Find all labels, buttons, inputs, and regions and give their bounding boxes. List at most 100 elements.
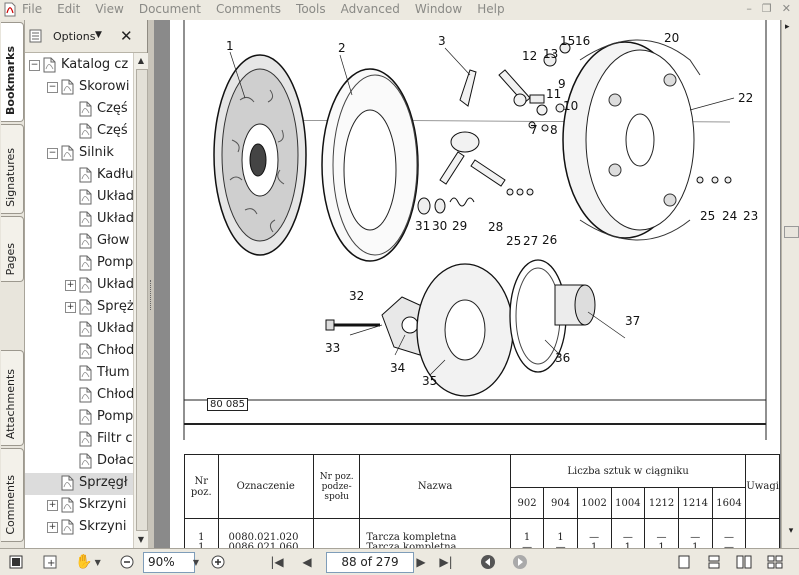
- part-small-fasteners: [417, 42, 732, 215]
- menu-bar: File Edit View Document Comments Tools Advance…: [0, 0, 799, 21]
- bookmark-item[interactable]: −Skorowi: [25, 77, 133, 99]
- bookmark-item[interactable]: Chłod: [25, 385, 133, 407]
- callout-30: 30: [432, 219, 447, 233]
- menu-advanced[interactable]: Advanced: [340, 2, 400, 16]
- zoom-dropdown-icon[interactable]: ▼: [192, 557, 200, 567]
- bookmark-item[interactable]: Sprzęgł: [25, 473, 133, 495]
- menu-view[interactable]: View: [95, 2, 124, 16]
- bookmark-item[interactable]: − Silnik: [25, 143, 133, 165]
- bookmark-item[interactable]: Chłod: [25, 341, 133, 363]
- tab-pages[interactable]: Pages: [1, 216, 24, 282]
- exploded-clutch-drawing: 1 2 3 12 13 15 16 20 22 11 9 10 8 7 31 3…: [183, 20, 767, 440]
- collapse-icon[interactable]: −: [47, 82, 58, 93]
- next-page-icon[interactable]: ▶: [416, 555, 426, 569]
- callout-10: 10: [563, 99, 578, 113]
- options-menu-button[interactable]: Options: [53, 30, 96, 43]
- bookmark-item[interactable]: + Spręż: [25, 297, 133, 319]
- tab-attachments-label: Attachments: [4, 368, 17, 439]
- single-page-icon[interactable]: [674, 553, 694, 571]
- bookmark-item[interactable]: − Katalog cz: [25, 55, 133, 77]
- menu-document[interactable]: Document: [138, 2, 201, 16]
- bookmark-item[interactable]: Układ: [25, 209, 133, 231]
- close-panel-icon[interactable]: ✕: [120, 27, 133, 45]
- menu-file[interactable]: File: [22, 2, 43, 16]
- tab-bookmarks[interactable]: Bookmarks: [1, 22, 24, 122]
- scroll-down-icon[interactable]: ▼: [137, 535, 145, 544]
- zoom-in-icon[interactable]: [209, 553, 227, 571]
- cell-text: —: [622, 532, 633, 543]
- close-doc-icon[interactable]: ✕: [781, 2, 791, 15]
- bookmark-item[interactable]: +Skrzyni: [25, 517, 133, 539]
- menu-comments[interactable]: Comments: [216, 2, 282, 16]
- last-page-icon[interactable]: ▶|: [439, 555, 453, 569]
- bookmark-label: Katalog cz: [61, 57, 129, 72]
- bookmark-item[interactable]: Układ: [25, 319, 133, 341]
- bookmark-item[interactable]: +Skrzyni: [25, 495, 133, 517]
- collapse-icon[interactable]: −: [47, 148, 58, 159]
- scroll-page-down-icon[interactable]: ▾: [788, 526, 794, 536]
- panel-splitter[interactable]: [148, 20, 154, 548]
- bookmark-item[interactable]: Pomp: [25, 407, 133, 429]
- bookmarks-scrollbar[interactable]: ▲ ▼: [133, 53, 148, 548]
- tab-signatures[interactable]: Signatures: [1, 124, 24, 214]
- minimize-doc-icon[interactable]: –: [746, 2, 752, 15]
- bookmark-item[interactable]: Głow: [25, 231, 133, 253]
- bookmark-label: Silnik: [79, 145, 114, 160]
- scrollbar-thumb[interactable]: [136, 69, 148, 531]
- bookmark-item[interactable]: Tłum: [25, 363, 133, 385]
- previous-page-icon[interactable]: ◀: [302, 555, 312, 569]
- collapse-icon[interactable]: −: [29, 60, 40, 71]
- bookmark-item[interactable]: +Układ: [25, 275, 133, 297]
- continuous-page-icon[interactable]: [704, 553, 724, 571]
- menu-window[interactable]: Window: [414, 2, 463, 16]
- bookmark-item[interactable]: Kadłu: [25, 165, 133, 187]
- options-dropdown-icon[interactable]: ▼: [95, 30, 102, 40]
- bookmark-page-icon: [79, 343, 92, 359]
- figure-number: 80 085: [207, 398, 248, 411]
- bookmark-item[interactable]: Częś: [25, 121, 133, 143]
- callout-2: 2: [338, 41, 346, 55]
- callout-11: 11: [546, 87, 561, 101]
- facing-pages-icon[interactable]: [734, 553, 754, 571]
- callout-25b: 25: [700, 209, 715, 223]
- page-number-field[interactable]: 88 of 279: [326, 552, 414, 573]
- menu-help[interactable]: Help: [477, 2, 505, 16]
- cell-text: —: [690, 532, 701, 543]
- tab-attachments[interactable]: Attachments: [1, 350, 24, 446]
- zoom-marquee-icon[interactable]: +: [40, 553, 60, 571]
- bookmark-item[interactable]: Filtr c: [25, 429, 133, 451]
- bookmark-item[interactable]: Częś: [25, 99, 133, 121]
- bookmark-item[interactable]: Pomp: [25, 253, 133, 275]
- expand-icon[interactable]: +: [47, 500, 58, 511]
- previous-view-icon[interactable]: [478, 553, 498, 571]
- continuous-facing-icon[interactable]: [764, 553, 786, 571]
- zoom-field[interactable]: 90%: [143, 552, 195, 573]
- zoom-out-icon[interactable]: [118, 553, 136, 571]
- bookmark-label: Układ: [97, 211, 133, 226]
- expand-icon[interactable]: +: [65, 302, 76, 313]
- cell-text: 0080.021.020: [228, 532, 299, 543]
- first-page-icon[interactable]: |◀: [270, 555, 284, 569]
- page-layout-icon[interactable]: [6, 553, 26, 571]
- document-scroll-thumb[interactable]: [784, 226, 799, 238]
- document-view[interactable]: 1 2 3 12 13 15 16 20 22 11 9 10 8 7 31 3…: [154, 20, 781, 548]
- status-toolbar: + ✋▼ 90% ▼ |◀ ◀ 88 of 279 ▶ ▶|: [0, 548, 799, 575]
- bookmark-item[interactable]: Układ: [25, 187, 133, 209]
- cell-text: 1: [658, 542, 665, 549]
- expand-icon[interactable]: +: [47, 522, 58, 533]
- table-cell: —1—1: [576, 518, 612, 548]
- tab-comments[interactable]: Comments: [1, 448, 24, 542]
- bookmark-item[interactable]: Dołac: [25, 451, 133, 473]
- split-window-icon[interactable]: ▸: [785, 22, 790, 32]
- restore-doc-icon[interactable]: ❐: [761, 2, 772, 15]
- bookmark-options-icon[interactable]: [29, 29, 43, 43]
- menu-tools[interactable]: Tools: [296, 2, 326, 16]
- document-scrollbar[interactable]: ▸ ▾: [781, 20, 799, 548]
- next-view-icon[interactable]: [510, 553, 530, 571]
- hand-tool-icon[interactable]: ✋▼: [75, 554, 101, 570]
- menu-edit[interactable]: Edit: [57, 2, 81, 16]
- scroll-up-icon[interactable]: ▲: [137, 56, 145, 65]
- expand-icon[interactable]: +: [65, 280, 76, 291]
- bookmark-label: Spręż: [97, 299, 133, 314]
